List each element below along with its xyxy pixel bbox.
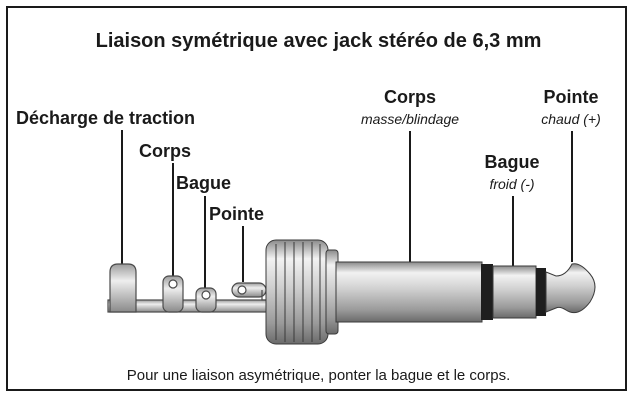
insulator-ring-1 [481,264,493,320]
label-corps-left: Corps [139,141,192,161]
label-corps-right: Corps [383,87,437,107]
insulator-ring-2 [536,268,546,316]
solder-terminals [107,263,279,313]
pointe-terminal-stem [231,282,267,298]
plug-ring [492,265,537,319]
strain-relief-tab [109,263,137,313]
diagram-title: Liaison symétrique avec jack stéréo de 6… [95,30,542,52]
corps-terminal [162,275,184,313]
plug-tip [545,263,596,314]
threaded-collar [265,239,339,345]
bague-terminal-hole [201,290,211,300]
label-pointe-left: Pointe [209,204,265,224]
bague-terminal [195,287,217,313]
plug-sleeve [335,261,483,323]
leader-lines [121,130,573,292]
label-pointe-right-sub: chaud (+) [541,111,601,127]
label-strain-relief: Décharge de traction [16,108,196,128]
label-bague-right: Bague [484,152,540,172]
label-bague-left: Bague [176,173,232,193]
pointe-terminal-hole [237,285,247,295]
label-pointe-right: Pointe [543,87,599,107]
corps-terminal-hole [168,279,178,289]
footnote: Pour une liaison asymétrique, ponter la … [126,367,511,384]
label-bague-right-sub: froid (-) [489,176,535,192]
label-corps-right-sub: masse/blindage [360,111,460,127]
